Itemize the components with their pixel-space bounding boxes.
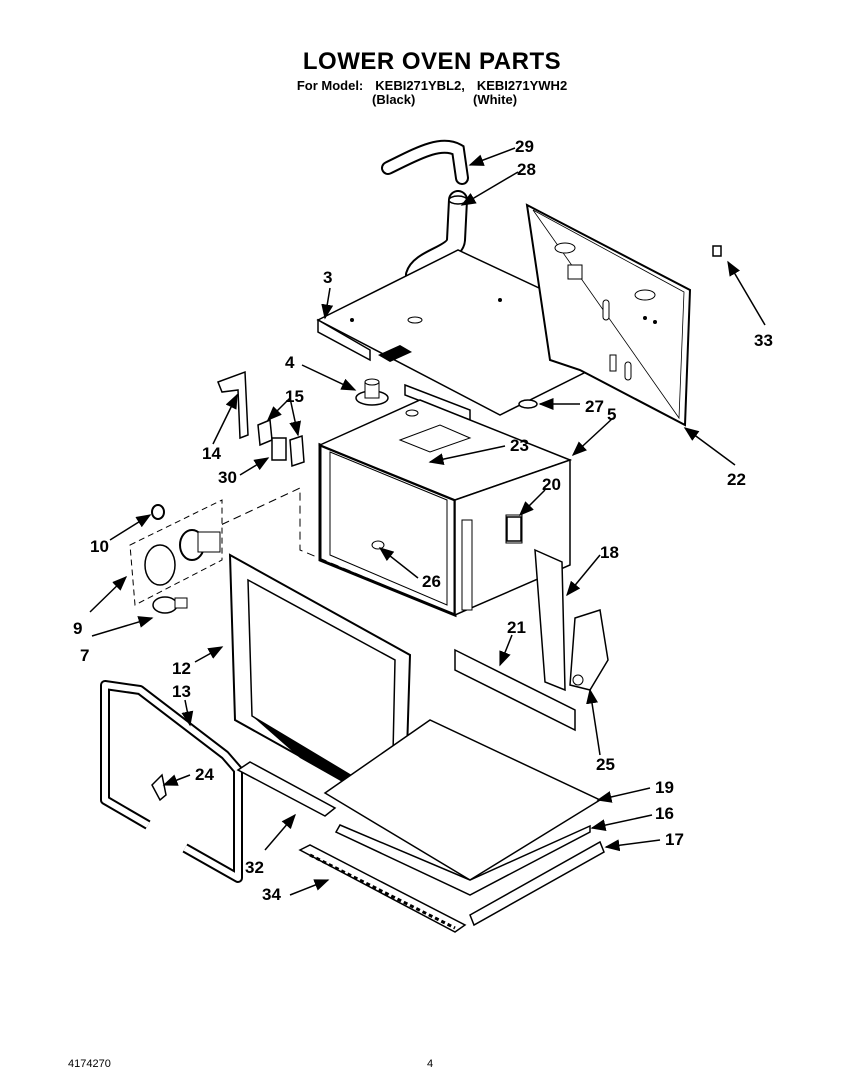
page-number: 4 xyxy=(427,1058,434,1070)
part-14-bracket xyxy=(217,370,249,440)
callout-labels: 29 28 3 4 15 27 5 23 14 30 20 10 18 26 9… xyxy=(73,137,773,904)
part-5-oven-cavity xyxy=(318,399,573,618)
callout-21: 21 xyxy=(507,618,526,637)
callout-24: 24 xyxy=(195,765,214,784)
part-17-rail xyxy=(469,840,605,927)
part-16-bottom-liner xyxy=(334,824,591,896)
callout-33: 33 xyxy=(754,331,773,350)
color-label-white: (White) xyxy=(473,92,518,107)
callout-12: 12 xyxy=(172,659,191,678)
callout-17: 17 xyxy=(665,830,684,849)
callout-9: 9 xyxy=(73,619,82,638)
part-15-switch-bracket xyxy=(257,418,305,468)
part-10-lens xyxy=(151,504,165,520)
model-line: For Model: KEBI271YBL2, KEBI271YWH2 xyxy=(0,78,864,93)
callout-34: 34 xyxy=(262,885,281,904)
part-22-rear-panel xyxy=(525,203,692,427)
callout-5: 5 xyxy=(607,405,616,424)
callout-3: 3 xyxy=(323,268,332,287)
callout-23: 23 xyxy=(510,436,529,455)
part-9-light-assembly xyxy=(129,499,223,606)
callout-16: 16 xyxy=(655,804,674,823)
document-number: 4174270 xyxy=(68,1058,111,1070)
part-25-door-hinge xyxy=(569,609,609,691)
part-7-bulb xyxy=(152,596,188,614)
callout-20: 20 xyxy=(542,475,561,494)
part-34-grille xyxy=(298,844,467,933)
part-20-bracket xyxy=(506,516,522,542)
model-number-black: KEBI271YBL2, xyxy=(375,78,465,93)
part-29-drain-tube xyxy=(381,139,469,185)
callout-14: 14 xyxy=(202,444,221,463)
part-32-vent-plate xyxy=(236,761,337,817)
callout-13: 13 xyxy=(172,682,191,701)
callout-28: 28 xyxy=(517,160,536,179)
part-30-switch xyxy=(271,437,287,461)
callout-25: 25 xyxy=(596,755,615,774)
part-27-plug xyxy=(518,399,538,409)
callout-27: 27 xyxy=(585,397,604,416)
part-24-clip xyxy=(151,773,167,802)
callout-4: 4 xyxy=(285,353,295,372)
callout-30: 30 xyxy=(218,468,237,487)
callout-32: 32 xyxy=(245,858,264,877)
callout-15: 15 xyxy=(285,387,304,406)
page-title: LOWER OVEN PARTS xyxy=(302,48,562,75)
part-4-vent-bulb xyxy=(355,378,389,406)
callout-22: 22 xyxy=(727,470,746,489)
callout-19: 19 xyxy=(655,778,674,797)
callout-29: 29 xyxy=(515,137,534,156)
part-18-hinge-receiver xyxy=(534,548,566,692)
leader-lines xyxy=(89,147,766,896)
callout-18: 18 xyxy=(600,543,619,562)
callout-10: 10 xyxy=(90,537,109,556)
color-label-black: (Black) xyxy=(372,92,416,107)
model-prefix: For Model: xyxy=(296,78,364,93)
callout-26: 26 xyxy=(422,572,441,591)
part-33-clip xyxy=(712,245,722,257)
page-header: LOWER OVEN PARTS For Model: KEBI271YBL2, K… xyxy=(0,48,864,93)
part-21-rail xyxy=(454,648,576,732)
model-number-white: KEBI271YWH2 xyxy=(476,78,568,93)
callout-7: 7 xyxy=(80,646,89,665)
